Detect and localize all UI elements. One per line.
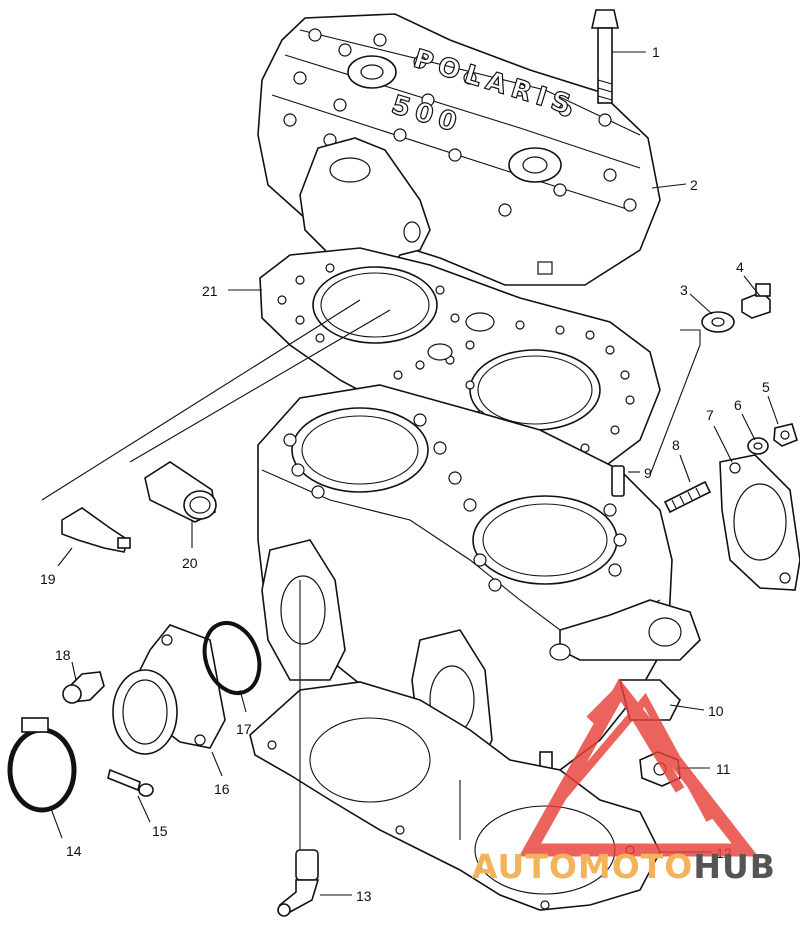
dowel-pin [611, 465, 625, 497]
callout-7: 7 [706, 407, 714, 423]
callout-16: 16 [214, 781, 230, 797]
cylinder-block [257, 384, 701, 771]
exhaust-gasket [719, 454, 800, 591]
o-ring [202, 621, 262, 695]
callout-17: 17 [236, 721, 252, 737]
callout-15: 15 [152, 823, 168, 839]
temperature-sensor [61, 507, 131, 553]
head-bolt [591, 9, 619, 104]
callout-9: 9 [644, 465, 652, 481]
callout-5: 5 [762, 379, 770, 395]
washer [701, 311, 735, 333]
clamp-screw [107, 768, 154, 797]
exhaust-nut [773, 423, 798, 447]
callout-13: 13 [356, 888, 372, 904]
callout-19: 19 [40, 571, 56, 587]
adapter-bolt [62, 671, 105, 704]
intake-port-upper [261, 539, 346, 681]
callout-2: 2 [690, 177, 698, 193]
watermark-text: AUTOMOTOHUB [472, 847, 776, 886]
callout-18: 18 [55, 647, 71, 663]
callout-3: 3 [680, 282, 688, 298]
lock-washer [747, 437, 769, 455]
leader-lines [41, 51, 779, 896]
hose-clamp [7, 717, 77, 813]
intake-adapter [112, 624, 226, 755]
callout-8: 8 [672, 437, 680, 453]
thermostat-sleeve [144, 461, 217, 523]
callout-21: 21 [202, 283, 218, 299]
callout-1: 1 [652, 44, 660, 60]
watermark-logo [518, 678, 759, 857]
callout-labels: 1 2 3 4 5 6 7 8 9 10 11 12 13 14 15 16 1… [40, 44, 770, 904]
callout-4: 4 [736, 259, 744, 275]
callout-11: 11 [716, 761, 731, 777]
callout-20: 20 [182, 555, 198, 571]
callout-10: 10 [708, 703, 724, 719]
exhaust-stud [663, 480, 712, 514]
flange-bolt [741, 283, 771, 319]
callout-6: 6 [734, 397, 742, 413]
water-fitting [277, 849, 320, 917]
callout-14: 14 [66, 843, 82, 859]
